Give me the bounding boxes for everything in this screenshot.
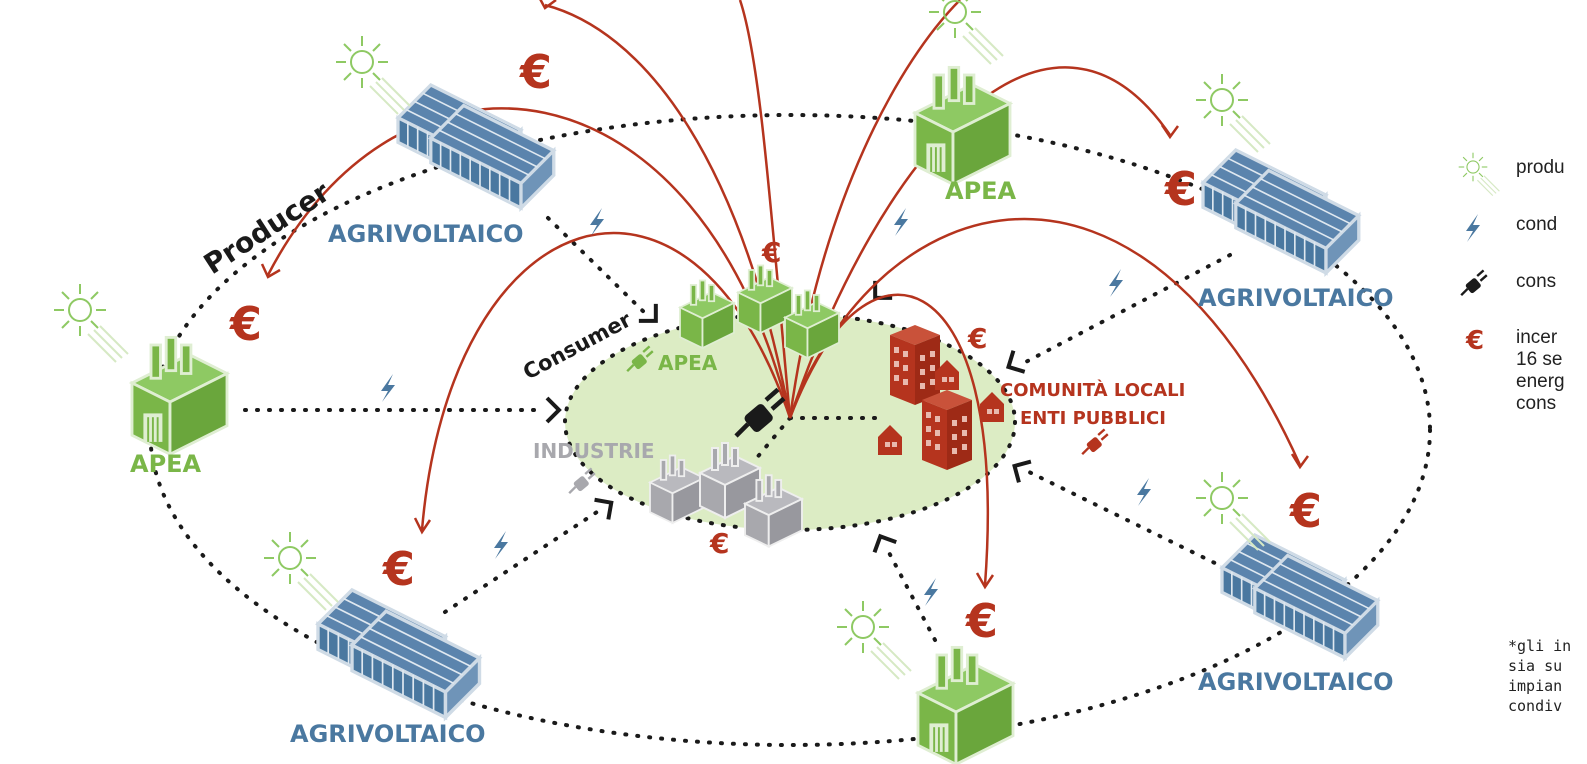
enti-label: ENTI PUBBLICI (1020, 408, 1166, 429)
legend-item-consumption: cons (1516, 271, 1557, 292)
industrie-label: INDUSTRIE (533, 439, 655, 463)
agrivoltaico-label: AGRIVOLTAICO (290, 720, 486, 748)
sun-icon (335, 35, 411, 115)
euro-icon: € (1289, 484, 1322, 538)
lightning-icon (1137, 478, 1151, 506)
legend-plug-icon (1459, 269, 1489, 297)
sun-icon (53, 283, 129, 363)
euro-icon: € (1164, 162, 1197, 216)
producer-ring (148, 113, 1432, 747)
sun-icon (263, 531, 339, 611)
euro-icon: € (967, 322, 987, 355)
lightning-icon (381, 374, 395, 402)
euro-icon: € (519, 45, 552, 99)
apea-label: APEA (945, 177, 1017, 205)
euro-icon: € (229, 297, 262, 351)
footnote: *gli in sia su impian condiv (1508, 637, 1572, 715)
apea-label: APEA (130, 450, 202, 478)
euro-icon: € (761, 236, 781, 269)
euro-icon: € (382, 542, 415, 596)
energy-flow-lines (243, 216, 1232, 642)
comunita-label: COMUNITÀ LOCALI (1000, 379, 1185, 401)
lightning-icon (1109, 269, 1123, 297)
lightning-icon (894, 208, 908, 236)
agrivoltaico-label: AGRIVOLTAICO (1198, 284, 1394, 312)
legend-item-production: produ (1516, 157, 1565, 178)
sun-icon (836, 600, 912, 680)
legend-euro-icon: € (1465, 326, 1484, 356)
greenhouse-icon (316, 588, 482, 720)
agrivoltaico-label: AGRIVOLTAICO (1198, 668, 1394, 696)
lightning-icon (924, 578, 938, 606)
factory-icon (130, 335, 229, 456)
greenhouse-icon (1201, 148, 1361, 275)
lightning-icon (590, 208, 604, 236)
lightning-icon (494, 531, 508, 559)
producer-label: Producer (198, 175, 336, 281)
plug-icon (1080, 428, 1110, 456)
factory-icon (916, 645, 1015, 764)
factory-icon (913, 65, 1012, 186)
incentive-arrowheads (260, 0, 1310, 590)
legend-lightning-icon (1466, 214, 1480, 242)
sun-icon (1195, 73, 1271, 153)
agrivoltaico-label: AGRIVOLTAICO (328, 220, 524, 248)
euro-icon: € (709, 527, 729, 560)
apea-label: APEA (658, 351, 718, 375)
sun-icon (928, 0, 1004, 65)
euro-icon: € (965, 594, 998, 648)
legend-sun-icon (1458, 152, 1500, 197)
legend-item-conduction: cond (1516, 214, 1558, 235)
greenhouse-icon (396, 83, 556, 210)
greenhouse-icon (1220, 533, 1380, 660)
legend-item-incentives: incer 16 se energ cons (1516, 327, 1565, 414)
